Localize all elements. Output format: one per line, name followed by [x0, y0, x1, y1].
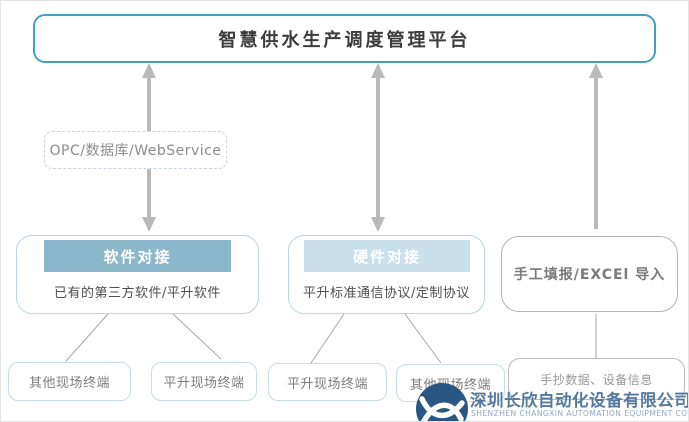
manual-entry-box: 手工填报/EXCEl 导入: [501, 236, 678, 312]
terminal-other-field-2: 其他现场终端: [396, 364, 505, 402]
terminal-pingsheng-field-2: 平升现场终端: [268, 363, 387, 401]
terminal-label: 平升现场终端: [163, 376, 245, 391]
connector-software-left: [65, 313, 109, 362]
terminal-manual-data: 手抄数据、设备信息: [508, 358, 685, 400]
hardware-channel-box: 硬件对接 平升标准通信协议/定制协议: [288, 235, 485, 314]
terminal-label: 其他现场终端: [409, 377, 491, 393]
hardware-channel-detail: 平升标准通信协议/定制协议: [303, 286, 470, 301]
terminal-label: 其他现场终端: [28, 376, 110, 391]
terminal-label: 平升现场终端: [286, 376, 368, 392]
software-channel-header: 软件对接: [44, 240, 231, 272]
platform-title: 智慧供水生产调度管理平台: [218, 29, 471, 51]
protocol-label: OPC/数据库/WebService: [44, 131, 227, 169]
protocol-label-text: OPC/数据库/WebService: [49, 143, 222, 159]
terminal-other-field-1: 其他现场终端: [8, 362, 131, 401]
connector-software-right: [172, 313, 222, 360]
platform-title-box: 智慧供水生产调度管理平台: [33, 14, 656, 63]
software-channel-box: 软件对接 已有的第三方软件/平升软件: [16, 235, 259, 314]
hardware-double-arrow: [371, 63, 385, 232]
hardware-channel-header: 硬件对接: [304, 240, 470, 272]
connector-hardware-right: [404, 313, 442, 364]
terminal-pingsheng-field-1: 平升现场终端: [151, 362, 257, 401]
manual-entry-label: 手工填报/EXCEl 导入: [513, 267, 666, 283]
terminal-label: 手抄数据、设备信息: [540, 372, 653, 387]
manual-up-arrow: [589, 63, 603, 229]
software-channel-detail: 已有的第三方软件/平升软件: [54, 286, 221, 301]
connector-hardware-left: [310, 313, 345, 364]
